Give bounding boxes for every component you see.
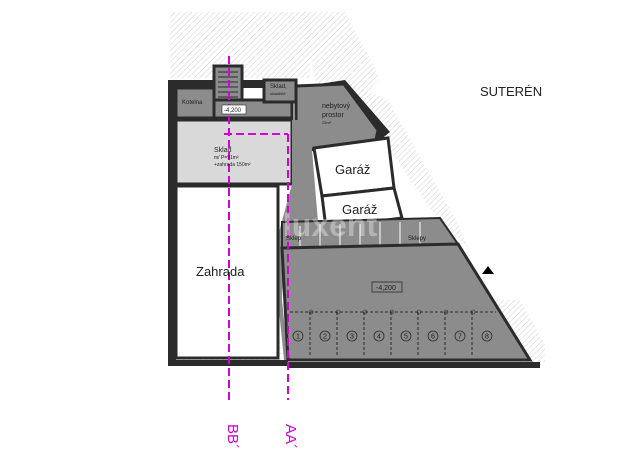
label-sklad-main-sub1: m/ P=91m² [214, 155, 239, 161]
label-sklad-top: Sklad, [270, 84, 287, 90]
north-arrow-icon [482, 266, 494, 274]
zahrada-area [174, 184, 280, 360]
parking-bay-marker [308, 309, 314, 315]
parking-number: 3 [350, 334, 354, 341]
parking-number-circle [373, 330, 385, 342]
section-label-bb: BB´ [224, 424, 241, 449]
parking-bay-lines [290, 311, 496, 356]
parking-number-circle [292, 330, 304, 342]
watermark: luxent [283, 207, 378, 243]
parking-bay-marker [335, 309, 341, 315]
parking-number: 7 [458, 334, 462, 341]
label-sklad-main-sub2: +zahrada 150m² [214, 162, 251, 168]
parking-number-circle [319, 330, 331, 342]
label-zahrada: Zahrada [196, 264, 245, 279]
parking-number-circle [481, 330, 493, 342]
level-box-parking [371, 281, 403, 293]
parking-number: 6 [431, 334, 435, 341]
label-garaz-2: Garáž [342, 202, 377, 217]
parking-number: 5 [404, 334, 408, 341]
label-nebytovy-1: nebytový [322, 103, 351, 110]
parking-bay-marker [416, 309, 422, 315]
parking-numbers: 1 2 3 4 5 6 7 8 [292, 309, 493, 342]
label-sklad-top-sub: skladiště [270, 91, 286, 96]
parking-bay-marker [470, 309, 476, 315]
parking-number: 1 [296, 334, 300, 341]
label-nebytovy-2: prostor [322, 112, 344, 119]
parking-bay-marker [443, 309, 449, 315]
level-box-stair [221, 104, 247, 115]
parking-area [280, 242, 533, 362]
sklad-main-room [174, 118, 294, 186]
parking-bay-marker [389, 309, 395, 315]
parking-number-circle [427, 330, 439, 342]
parking-number: 4 [377, 334, 381, 341]
parking-bay-marker [362, 309, 368, 315]
section-lines [224, 56, 289, 400]
parking-number-circle [346, 330, 358, 342]
label-garaz-1: Garáž [335, 162, 370, 177]
parking-number-circle [400, 330, 412, 342]
section-label-aa: AA´ [282, 424, 299, 449]
label-nebytovy-3: 25m² [322, 120, 332, 125]
title-suteren: SUTERÉN [480, 84, 542, 99]
central-core [278, 120, 318, 360]
parking-number-circle [454, 330, 466, 342]
label-sklad-main: Sklad [214, 147, 232, 154]
parking-number: 2 [323, 334, 327, 341]
level-stair: -4,200 [224, 108, 242, 114]
label-sklep-1: Sklep [286, 236, 302, 242]
parking-number: 8 [485, 334, 489, 341]
sklepy-dividers [299, 222, 421, 246]
label-sklep-2: Sklepy [408, 236, 426, 242]
label-kotelna: Kotelna [182, 100, 203, 106]
level-parking: -4,200 [376, 285, 396, 292]
